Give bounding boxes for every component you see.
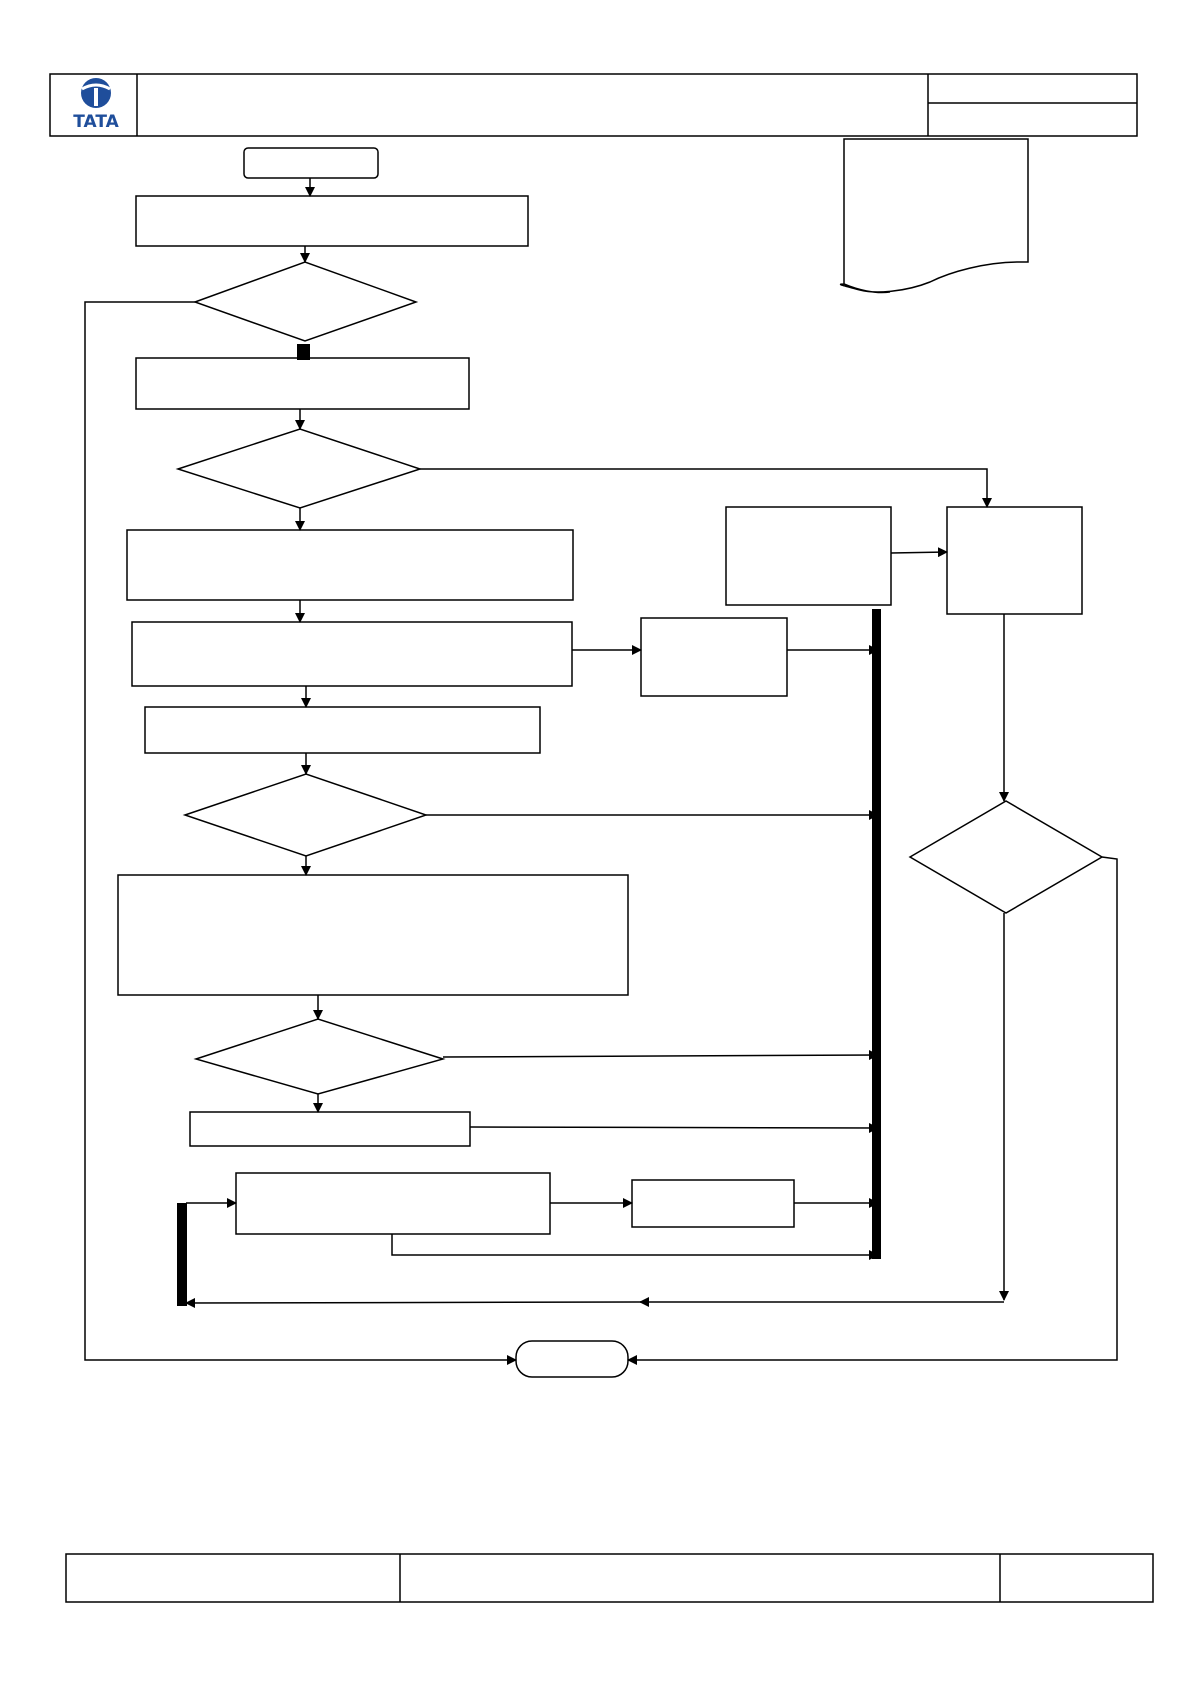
process-box-1 — [135, 195, 529, 247]
flowchart — [117, 138, 1104, 1378]
document-shape — [839, 138, 1029, 294]
process-box-8 — [235, 1172, 551, 1235]
junction-bar-1 — [297, 344, 310, 360]
footer — [65, 1553, 1154, 1603]
process-box-12 — [946, 506, 1083, 615]
process-box-4 — [131, 621, 573, 687]
process-box-5 — [144, 706, 541, 754]
tata-logo-icon: TATA — [73, 78, 120, 132]
decision-3 — [182, 773, 429, 857]
process-box-6 — [117, 874, 629, 996]
end-terminator — [515, 1340, 629, 1378]
decision-5 — [908, 800, 1104, 914]
process-box-2 — [135, 357, 470, 410]
process-box-11 — [725, 506, 892, 606]
junction-bar-2 — [872, 609, 881, 1259]
header: TATA — [49, 73, 1138, 137]
logo-text: TATA — [73, 112, 119, 132]
process-box-7 — [189, 1111, 471, 1147]
process-box-3 — [126, 529, 574, 601]
process-box-9 — [631, 1179, 795, 1228]
start-terminator — [243, 147, 379, 179]
connectors — [84, 178, 1118, 1365]
decision-4 — [193, 1018, 446, 1095]
junction-bar-3 — [177, 1203, 187, 1306]
decision-1 — [192, 261, 419, 342]
decision-2 — [175, 428, 423, 509]
process-box-10 — [640, 617, 788, 697]
